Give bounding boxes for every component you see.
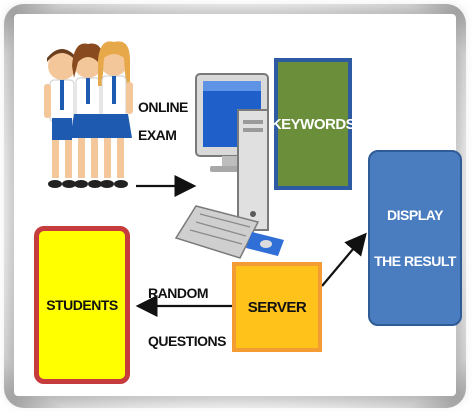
- students-box: STUDENTS: [34, 226, 130, 384]
- server-label: SERVER: [247, 298, 307, 316]
- display-label-line1: DISPLAY: [387, 207, 443, 223]
- students-label: STUDENTS: [46, 297, 118, 313]
- label-online: ONLINE: [138, 99, 188, 115]
- keywords-label: KEYWORDS: [270, 115, 356, 133]
- server-box: SERVER: [232, 262, 322, 352]
- display-label-line2: THE RESULT: [374, 253, 456, 269]
- label-questions: QUESTIONS: [148, 333, 226, 349]
- keywords-box: KEYWORDS: [270, 58, 356, 190]
- label-exam: EXAM: [138, 127, 177, 143]
- label-random: RANDOM: [148, 285, 209, 301]
- display-result-box: DISPLAY THE RESULT: [368, 150, 462, 326]
